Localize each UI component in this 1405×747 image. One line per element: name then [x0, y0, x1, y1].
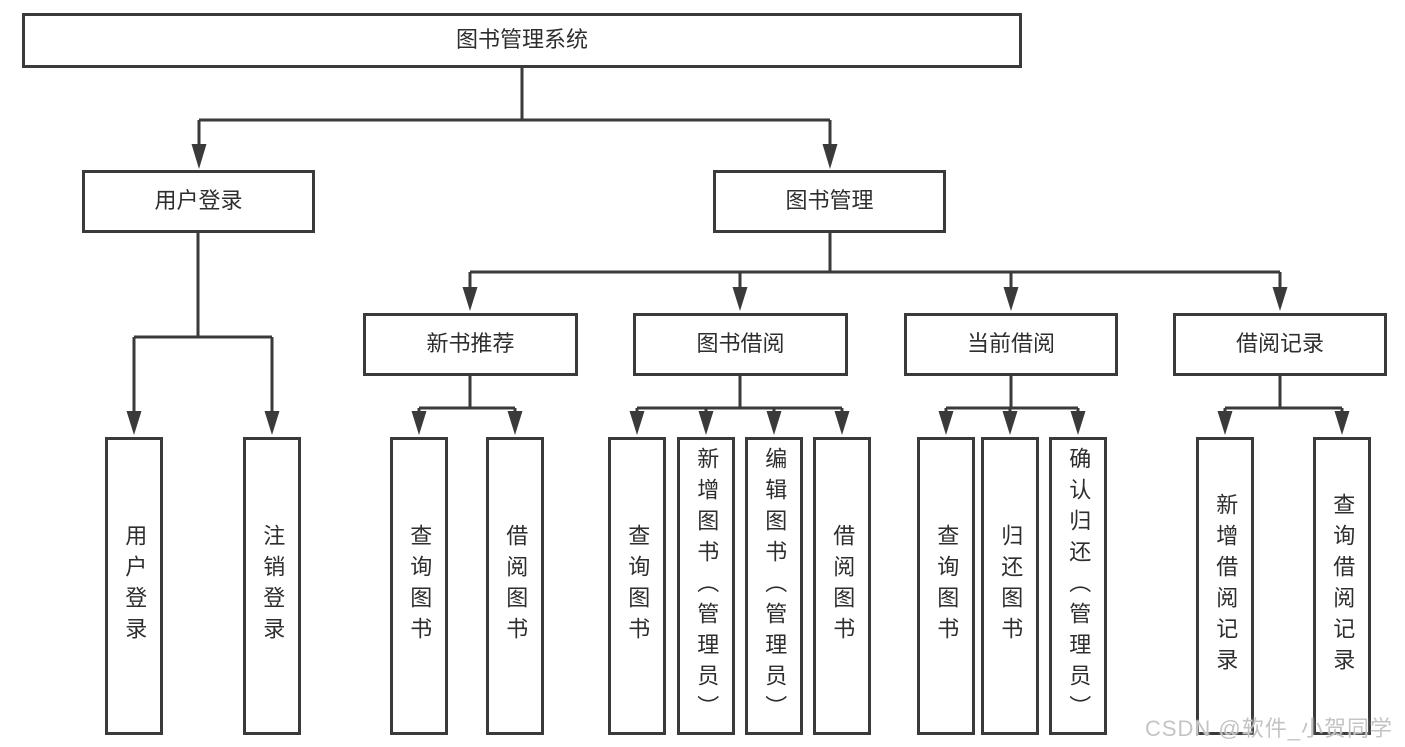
node-user-login-leaf: 用户登录: [105, 437, 163, 735]
node-borrowing-records: 借阅记录: [1173, 313, 1387, 376]
node-query-borrow-record: 查询借阅记录: [1313, 437, 1371, 735]
node-edit-book-admin: 编辑图书（管理员）: [745, 437, 803, 735]
watermark: CSDN @软件_小贺同学: [1144, 716, 1393, 741]
node-query-books-current: 查询图书: [917, 437, 975, 735]
node-return-book: 归还图书: [981, 437, 1039, 735]
node-add-borrow-record: 新增借阅记录: [1196, 437, 1254, 735]
node-borrow-books-recommend: 借阅图书: [486, 437, 544, 735]
node-user-login: 用户登录: [82, 170, 315, 233]
node-new-book-recommend: 新书推荐: [363, 313, 578, 376]
node-confirm-return-admin: 确认归还（管理员）: [1049, 437, 1107, 735]
node-book-management: 图书管理: [713, 170, 946, 233]
node-book-borrowing: 图书借阅: [633, 313, 848, 376]
node-borrow-books-borrowing: 借阅图书: [813, 437, 871, 735]
node-logout: 注销登录: [243, 437, 301, 735]
node-library-system: 图书管理系统: [22, 13, 1022, 68]
connector-rails: [132, 68, 1344, 413]
node-current-borrowing: 当前借阅: [904, 313, 1118, 376]
connector-arrowheads: [126, 144, 1350, 435]
node-query-books-recommend: 查询图书: [390, 437, 448, 735]
node-query-books-borrowing: 查询图书: [608, 437, 666, 735]
node-add-book-admin: 新增图书（管理员）: [677, 437, 735, 735]
